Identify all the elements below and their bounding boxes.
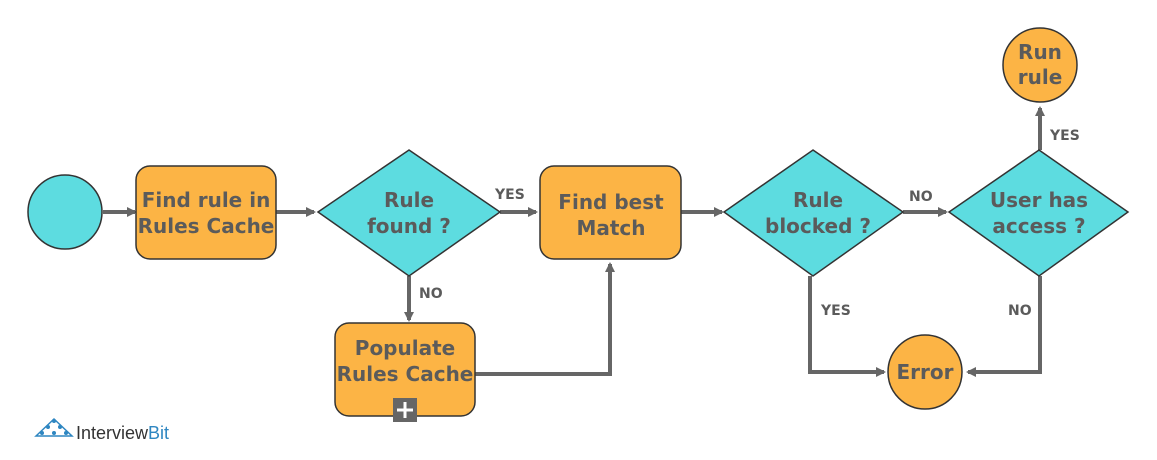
find-best-line2: Match <box>576 216 645 240</box>
user-access-decision: User has access ? <box>947 149 1130 277</box>
edge-populate-to-find-best <box>475 262 615 376</box>
run-rule-node: Run rule <box>1002 27 1078 103</box>
populate-line2: Rules Cache <box>337 362 474 386</box>
rule-found-line2: found ? <box>367 214 451 238</box>
find-rule-node: Find rule in Rules Cache <box>135 165 277 260</box>
edge-label-access-yes: YES <box>1049 128 1080 144</box>
interviewbit-brand: InterviewBit <box>34 417 169 443</box>
run-rule-line1: Run <box>1018 40 1062 64</box>
find-best-node: Find best Match <box>539 165 682 260</box>
start-node <box>27 174 103 250</box>
rule-blocked-decision: Rule blocked ? <box>722 149 905 277</box>
edge-label-access-no: NO <box>1008 303 1032 319</box>
user-access-line1: User has <box>990 188 1088 212</box>
rule-blocked-line1: Rule <box>793 188 843 212</box>
find-rule-line2: Rules Cache <box>138 214 275 238</box>
populate-line1: Populate <box>355 336 455 360</box>
plus-icon[interactable] <box>393 398 417 422</box>
edges <box>103 106 1045 377</box>
find-rule-line1: Find rule in <box>142 188 271 212</box>
find-best-line1: Find best <box>558 190 664 214</box>
rule-found-line1: Rule <box>384 188 434 212</box>
error-label: Error <box>897 360 954 384</box>
diamond-grid-logo-icon <box>34 417 74 437</box>
edge-label-found-no: NO <box>419 286 443 302</box>
edge-label-blocked-no: NO <box>909 189 933 205</box>
edge-label-found-yes: YES <box>494 187 525 203</box>
user-access-line2: access ? <box>992 214 1085 238</box>
brand-name-part1: Interview <box>76 423 149 443</box>
brand-name-part2: Bit <box>148 423 169 443</box>
svg-text:InterviewBit: InterviewBit <box>76 423 169 443</box>
populate-node: Populate Rules Cache <box>334 322 476 422</box>
edge-label-blocked-yes: YES <box>820 303 851 319</box>
edge-rule-blocked-to-error <box>808 276 886 377</box>
error-node: Error <box>887 334 963 410</box>
run-rule-line2: rule <box>1018 65 1063 89</box>
edge-user-access-to-error <box>966 276 1042 377</box>
rule-blocked-line2: blocked ? <box>765 214 871 238</box>
rule-found-decision: Rule found ? <box>316 149 502 277</box>
